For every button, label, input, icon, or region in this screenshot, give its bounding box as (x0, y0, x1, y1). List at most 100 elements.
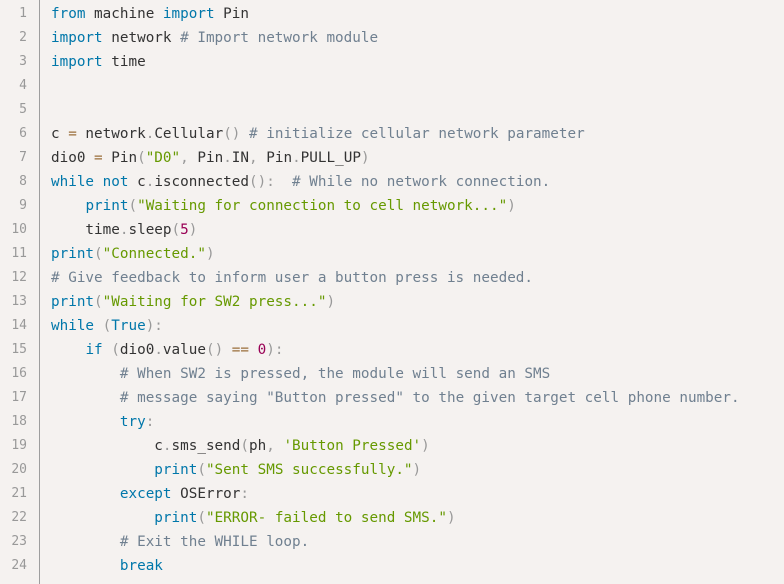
line-number: 19 (11, 438, 27, 453)
code-token-comment: # When SW2 is pressed, the module will s… (119, 366, 551, 382)
code-line[interactable]: print("ERROR- failed to send SMS.") (51, 506, 784, 530)
code-token-punctuation: ): (266, 342, 284, 358)
code-token-plain: network (102, 30, 181, 46)
code-line[interactable]: from machine import Pin (51, 2, 784, 26)
code-token-plain: c (51, 126, 69, 142)
code-token-keyword: print (51, 246, 95, 262)
code-line[interactable]: import time (51, 50, 784, 74)
code-line[interactable]: import network # Import network module (51, 26, 784, 50)
code-token-plain (51, 486, 120, 502)
code-token-punctuation: ) (507, 198, 516, 214)
code-line[interactable]: time.sleep(5) (51, 218, 784, 242)
code-line[interactable]: dio0 = Pin("D0", Pin.IN, Pin.PULL_UP) (51, 146, 784, 170)
code-token-punctuation: . (162, 438, 172, 454)
code-line[interactable]: print("Waiting for connection to cell ne… (51, 194, 784, 218)
code-token-plain (51, 510, 154, 526)
code-line[interactable]: # Give feedback to inform user a button … (51, 266, 784, 290)
code-token-string: "ERROR- failed to send SMS." (205, 510, 447, 526)
code-line[interactable]: c = network.Cellular() # initialize cell… (51, 122, 784, 146)
code-line[interactable]: break (51, 554, 784, 578)
code-line[interactable]: if (dio0.value() == 0): (51, 338, 784, 362)
code-token-plain: Pin (257, 150, 293, 166)
code-token-punctuation: , (249, 150, 258, 166)
code-line[interactable]: print("Connected.") (51, 242, 784, 266)
code-token-plain (51, 534, 120, 550)
code-line[interactable]: while (True): (51, 314, 784, 338)
code-token-punctuation: ): (145, 318, 163, 334)
code-token-number: 5 (180, 222, 189, 238)
code-token-plain: time (51, 222, 120, 238)
code-line[interactable]: # message saying "Button pressed" to the… (51, 386, 784, 410)
code-line[interactable] (51, 74, 784, 98)
code-token-punctuation: ) (412, 462, 422, 478)
code-token-plain (103, 342, 112, 358)
code-token-string: 'Button Pressed' (283, 438, 422, 454)
code-token-punctuation: ( (197, 510, 206, 526)
code-token-number: 0 (257, 342, 267, 358)
line-number: 3 (19, 54, 27, 69)
code-token-comment: # Give feedback to inform user a button … (51, 270, 534, 286)
code-token-punctuation: ( (171, 222, 181, 238)
code-token-string: "D0" (145, 150, 181, 166)
code-token-punctuation: ) (188, 222, 198, 238)
code-token-string: "Connected." (102, 246, 206, 262)
code-token-punctuation: ( (102, 318, 112, 334)
code-token-punctuation: ( (128, 198, 138, 214)
code-line[interactable]: print("Sent SMS successfully.") (51, 458, 784, 482)
code-token-plain (240, 126, 249, 142)
code-line[interactable]: while not c.isconnected(): # While no ne… (51, 170, 784, 194)
code-token-keyword: import (51, 54, 103, 70)
code-token-keyword: break (119, 558, 163, 574)
code-token-keyword: if (85, 342, 103, 358)
code-token-punctuation: : (240, 486, 250, 502)
code-line[interactable]: print("Waiting for SW2 press...") (51, 290, 784, 314)
line-number: 15 (11, 342, 27, 357)
code-token-keyword: try (119, 414, 146, 430)
code-token-plain (51, 414, 120, 430)
code-token-plain (51, 462, 154, 478)
code-token-plain: isconnected (154, 174, 249, 190)
code-token-punctuation: ( (137, 150, 146, 166)
code-token-punctuation: . (145, 174, 155, 190)
line-number: 5 (19, 102, 27, 117)
code-line[interactable]: except OSError: (51, 482, 784, 506)
code-token-plain (275, 174, 292, 190)
code-token-punctuation: . (223, 150, 232, 166)
code-token-plain: Pin (214, 6, 249, 22)
line-number: 9 (19, 198, 27, 213)
code-token-punctuation: ( (94, 246, 103, 262)
code-token-punctuation: . (154, 342, 163, 358)
code-token-operator: == (231, 342, 250, 358)
line-number: 18 (11, 414, 27, 429)
code-line[interactable]: try: (51, 410, 784, 434)
code-token-punctuation: ) (205, 246, 215, 262)
code-token-plain: sleep (128, 222, 172, 238)
code-token-punctuation: () (205, 342, 224, 358)
code-line[interactable] (51, 98, 784, 122)
code-token-plain (51, 558, 120, 574)
line-number: 21 (11, 486, 27, 501)
code-token-punctuation: ( (197, 462, 206, 478)
code-token-string: "Waiting for SW2 press..." (102, 294, 327, 310)
code-token-plain: time (102, 54, 146, 70)
code-token-punctuation: , (266, 438, 275, 454)
code-token-keyword: while (51, 318, 95, 334)
code-token-keyword: import (162, 6, 215, 22)
line-number: 23 (11, 534, 27, 549)
code-token-plain (249, 342, 258, 358)
code-token-plain: network (76, 126, 146, 142)
code-token-keyword: print (85, 198, 129, 214)
code-token-comment: # Exit the WHILE loop. (119, 534, 310, 550)
line-number: 11 (11, 246, 27, 261)
line-number: 6 (19, 126, 27, 141)
code-line[interactable]: # When SW2 is pressed, the module will s… (51, 362, 784, 386)
code-line[interactable]: # Exit the WHILE loop. (51, 530, 784, 554)
code-token-punctuation: . (119, 222, 129, 238)
code-token-plain: c (128, 174, 146, 190)
code-token-keyword: from (51, 6, 86, 22)
code-line[interactable]: c.sms_send(ph, 'Button Pressed') (51, 434, 784, 458)
code-token-punctuation: ) (360, 150, 370, 166)
